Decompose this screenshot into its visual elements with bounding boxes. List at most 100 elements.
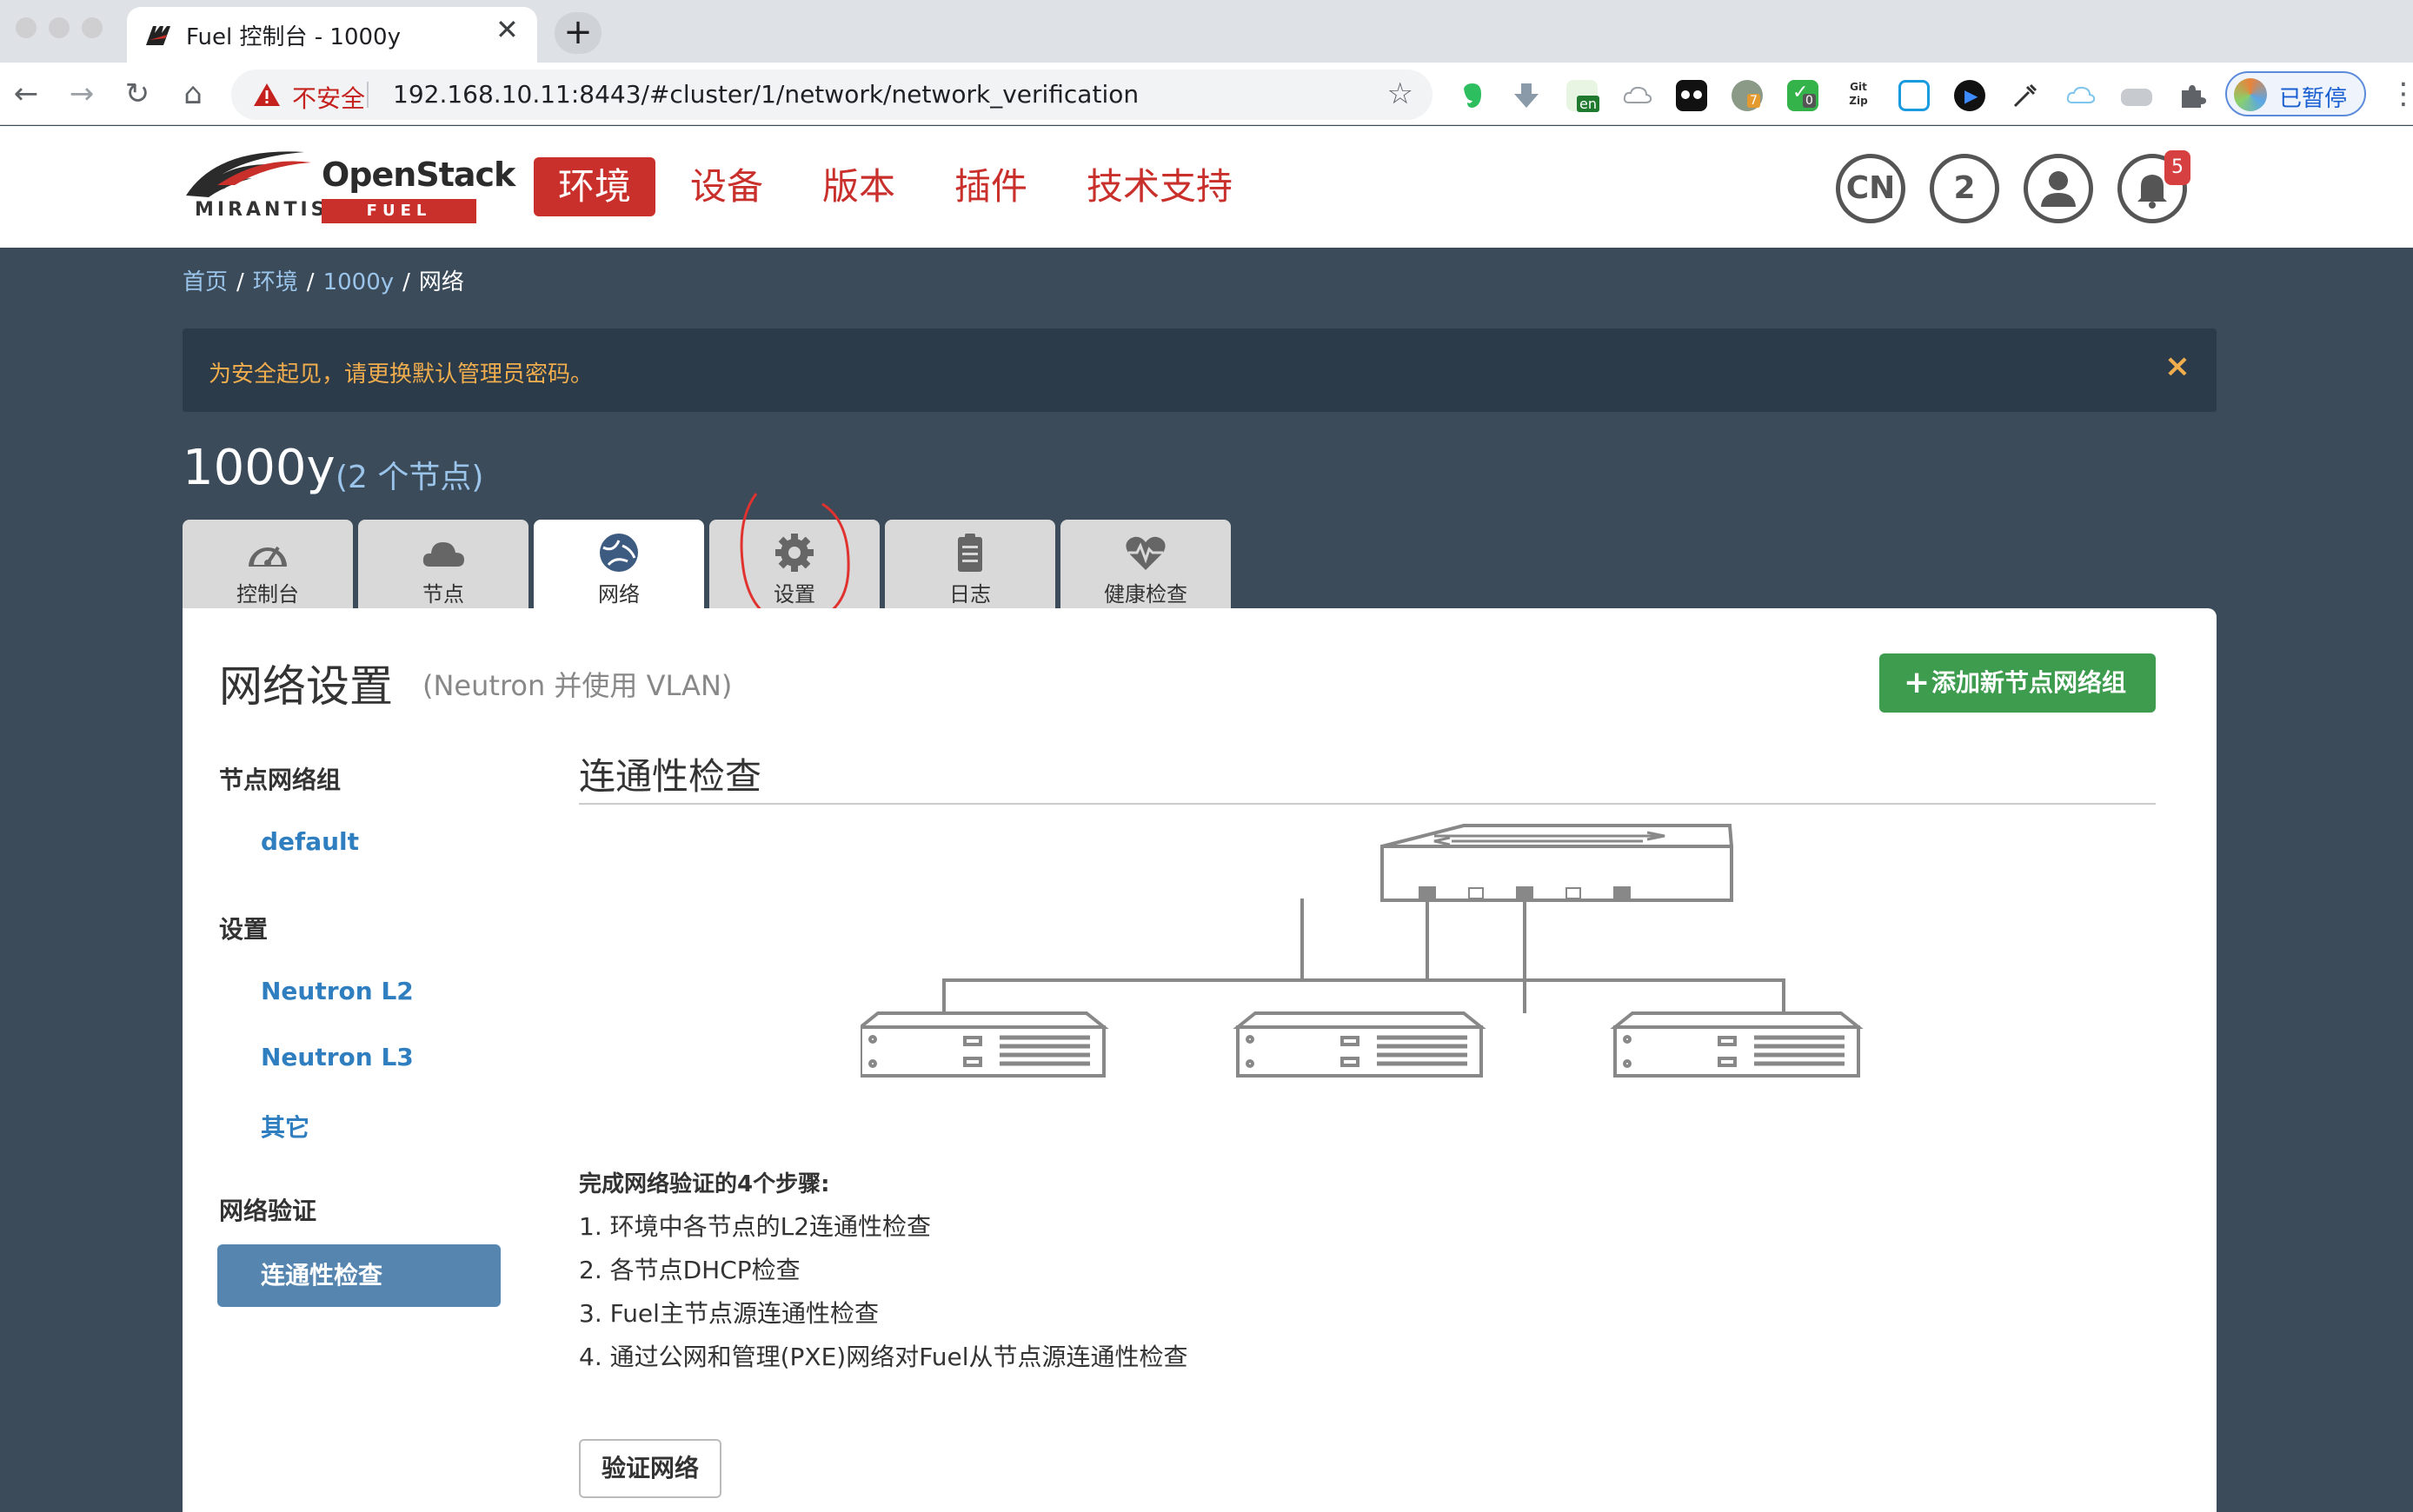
browser-tab-title: Fuel 控制台 - 1000y <box>186 24 401 50</box>
translate-extension-icon[interactable]: en <box>1566 80 1599 112</box>
nav-equipment[interactable]: 设备 <box>690 165 764 208</box>
environment-node-count[interactable]: (2 个节点) <box>336 460 484 495</box>
sidebar-item-connectivity-check[interactable]: 连通性检查 <box>217 1244 501 1307</box>
play-extension-icon[interactable]: ▶ <box>1954 80 1985 111</box>
profile-paused-button[interactable]: 已暂停 <box>2225 71 2366 116</box>
sidebar-item-neutron-l2[interactable]: Neutron L2 <box>261 977 414 1005</box>
heartbeat-icon <box>1126 536 1166 570</box>
security-alert: 为安全起见，请更换默认管理员密码。 × <box>183 328 2217 412</box>
tab-dashboard[interactable]: 控制台 <box>183 520 353 608</box>
mirantis-swoosh-icon <box>186 151 311 197</box>
network-settings-panel: 网络设置 (Neutron 并使用 VLAN) + 添加新节点网络组 节点网络组… <box>183 608 2217 1512</box>
home-icon[interactable]: ⌂ <box>183 76 203 111</box>
sidebar-item-neutron-l3[interactable]: Neutron L3 <box>261 1043 414 1071</box>
reload-icon[interactable]: ↻ <box>124 76 150 111</box>
nav-environments[interactable]: 环境 <box>534 157 656 216</box>
tab-health-check-label: 健康检查 <box>1104 582 1187 607</box>
close-tab-icon[interactable]: ✕ <box>495 13 519 46</box>
sidebar-heading-network-verification: 网络验证 <box>219 1197 317 1225</box>
nav-releases[interactable]: 版本 <box>822 165 896 208</box>
cloud-icon <box>422 542 464 567</box>
dropper-extension-icon[interactable] <box>2010 80 2041 111</box>
tab-network[interactable]: 网络 <box>534 520 704 610</box>
tab-dashboard-label: 控制台 <box>236 582 299 607</box>
fuel-wordmark: FUEL <box>322 199 476 223</box>
grey-box-extension-icon[interactable] <box>2121 89 2152 106</box>
tab-health-check[interactable]: 健康检查 <box>1060 520 1231 608</box>
verification-steps-title: 完成网络验证的4个步骤: <box>579 1171 830 1197</box>
clipboard-icon <box>958 534 982 572</box>
grey-circle-extension-icon[interactable]: 7 <box>1732 80 1763 111</box>
breadcrumb-environments[interactable]: 环境 <box>252 269 298 295</box>
window-close-dot[interactable] <box>16 17 37 38</box>
breadcrumb: 首页/环境/1000y/网络 <box>183 269 464 295</box>
browser-tab-active[interactable]: Fuel 控制台 - 1000y ✕ <box>127 7 537 63</box>
not-secure-label[interactable]: 不安全 <box>292 84 366 113</box>
warning-triangle-icon <box>254 83 280 106</box>
bookmark-star-icon[interactable]: ☆ <box>1386 76 1413 111</box>
grey-extension-badge: 7 <box>1747 94 1760 108</box>
alert-message: 为安全起见，请更换默认管理员密码。 <box>209 361 594 388</box>
back-arrow-icon[interactable]: ← <box>13 76 39 111</box>
nav-plugins[interactable]: 插件 <box>954 165 1028 208</box>
evernote-extension-icon[interactable] <box>1457 80 1488 111</box>
app-header: MIRANTIS OpenStack FUEL 环境 设备 版本 插件 技术支持… <box>0 126 2413 248</box>
translate-badge: en <box>1577 96 1599 112</box>
openstack-wordmark: OpenStack <box>322 156 515 194</box>
forward-arrow-icon[interactable]: → <box>69 76 95 111</box>
fuel-favicon-icon <box>146 26 170 45</box>
page-subtitle: (Neutron 并使用 VLAN) <box>422 669 733 702</box>
window-minimize-dot[interactable] <box>49 17 70 38</box>
add-node-network-group-button[interactable]: + 添加新节点网络组 <box>1879 653 2156 713</box>
copy-extension-icon[interactable] <box>1898 80 1930 111</box>
address-bar[interactable]: 不安全 192.168.10.11:8443/#cluster/1/networ… <box>231 70 1433 120</box>
omnibox-divider <box>367 82 369 108</box>
breadcrumb-home[interactable]: 首页 <box>183 269 229 295</box>
gitzip-extension-icon[interactable]: Git Zip <box>1849 81 1868 107</box>
add-node-network-group-label: 添加新节点网络组 <box>1931 668 2127 697</box>
puzzle-extensions-icon[interactable] <box>2177 80 2208 111</box>
nav-support[interactable]: 技术支持 <box>1087 165 1233 208</box>
browser-toolbar: ← → ↻ ⌂ 不安全 192.168.10.11:8443/#cluster/… <box>0 63 2413 125</box>
browser-menu-icon[interactable]: ⋮ <box>2389 76 2413 111</box>
globe-network-icon <box>600 534 638 572</box>
glasses-extension-icon[interactable] <box>1676 80 1707 111</box>
language-button[interactable]: CN <box>1836 154 1905 223</box>
sidebar-item-other[interactable]: 其它 <box>261 1113 310 1142</box>
tab-settings-label: 设置 <box>774 582 815 607</box>
section-title: 连通性检查 <box>579 755 762 798</box>
browser-tab-strip: Fuel 控制台 - 1000y ✕ + <box>0 0 2413 63</box>
breadcrumb-current: 网络 <box>418 269 464 295</box>
url-text[interactable]: 192.168.10.11:8443/#cluster/1/network/ne… <box>393 80 1140 109</box>
tab-settings[interactable]: 设置 <box>709 520 880 608</box>
gear-icon <box>775 534 814 572</box>
verify-network-button[interactable]: 验证网络 <box>579 1439 721 1498</box>
download-arrow-extension-icon[interactable] <box>1511 80 1542 111</box>
tab-nodes[interactable]: 节点 <box>358 520 528 608</box>
check-extension-badge: 0 <box>1803 94 1816 108</box>
cloud-extension-icon[interactable] <box>2065 80 2097 111</box>
user-account-button[interactable] <box>2024 154 2093 223</box>
profile-avatar-icon <box>2234 78 2267 111</box>
window-zoom-dot[interactable] <box>82 17 103 38</box>
new-tab-button[interactable]: + <box>555 12 602 54</box>
verification-step: 2. 各节点DHCP检查 <box>579 1256 801 1284</box>
network-topology-diagram-icon <box>861 824 1864 1078</box>
sidebar-item-default[interactable]: default <box>261 827 360 856</box>
environment-name: 1000y <box>183 440 336 496</box>
mirantis-wordmark: MIRANTIS <box>195 199 329 221</box>
green-check-extension-icon[interactable]: ✓ 0 <box>1787 80 1818 111</box>
sidebar-heading-settings: 设置 <box>219 915 269 944</box>
verification-step: 1. 环境中各节点的L2连通性检查 <box>579 1212 932 1241</box>
close-icon[interactable]: × <box>2164 348 2190 384</box>
node-count-button[interactable]: 2 <box>1930 154 1999 223</box>
profile-paused-label: 已暂停 <box>2279 86 2348 112</box>
section-divider <box>579 803 2156 805</box>
breadcrumb-environment[interactable]: 1000y <box>322 269 395 295</box>
page-title: 网络设置 <box>219 661 393 712</box>
tab-nodes-label: 节点 <box>422 582 464 607</box>
cloud-sync-extension-icon[interactable] <box>1622 80 1653 111</box>
bell-icon <box>2137 175 2167 209</box>
tab-logs[interactable]: 日志 <box>885 520 1055 608</box>
openstack-fuel-logo[interactable]: MIRANTIS OpenStack FUEL <box>183 145 515 232</box>
